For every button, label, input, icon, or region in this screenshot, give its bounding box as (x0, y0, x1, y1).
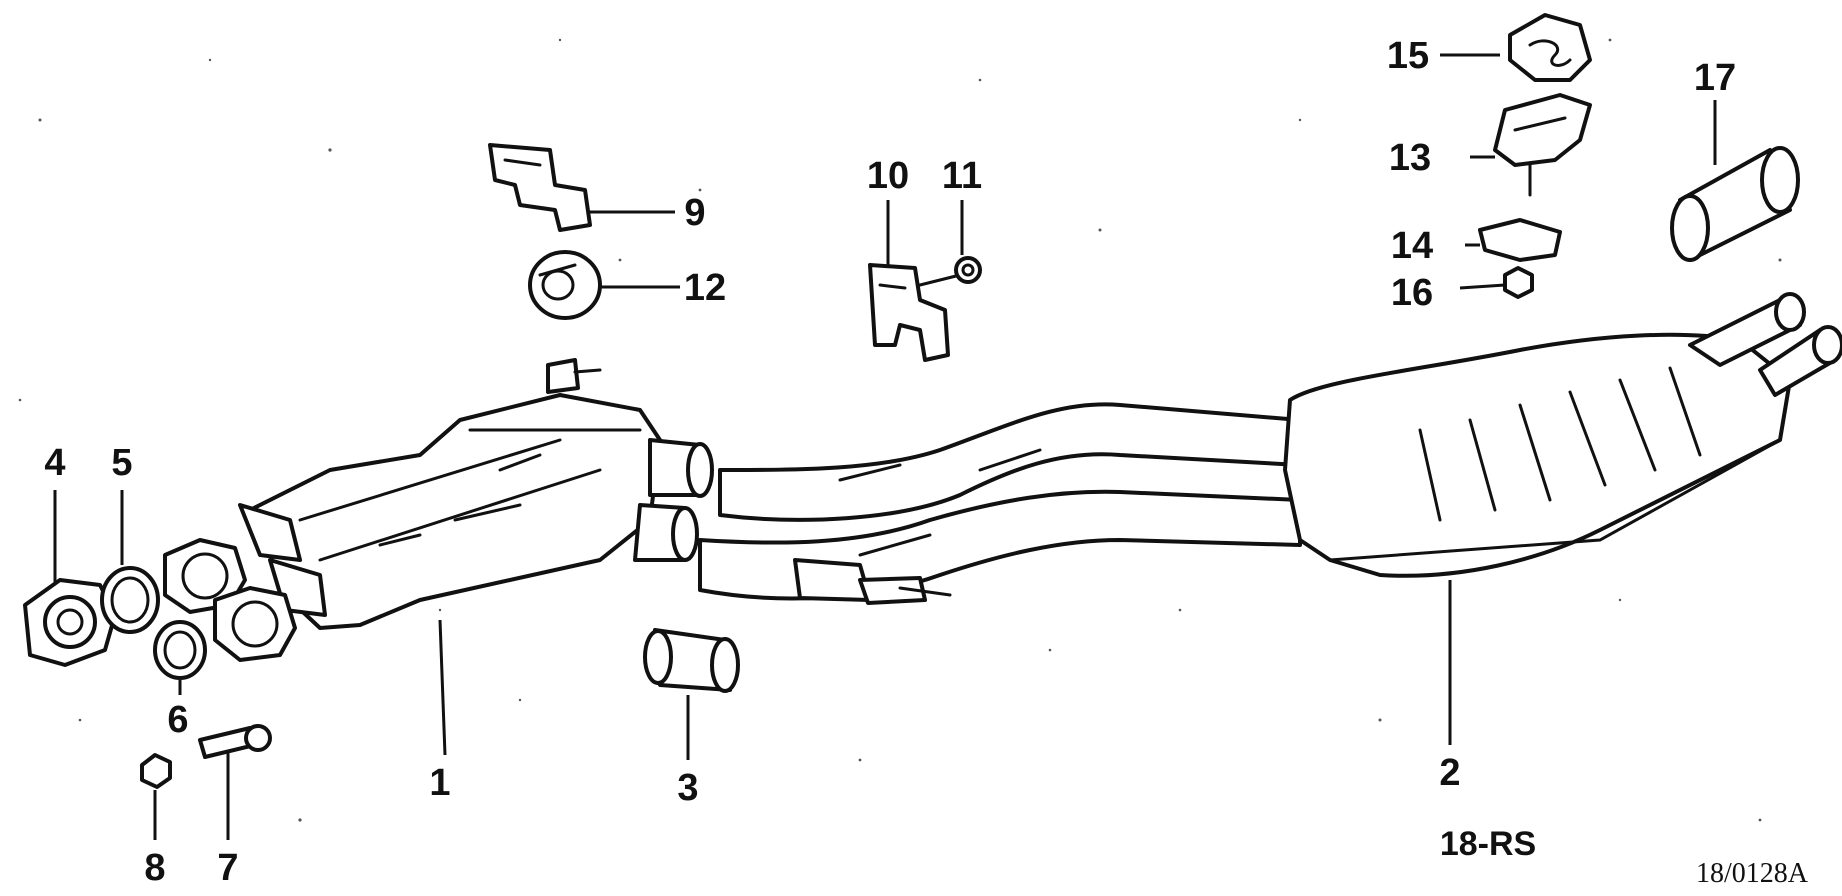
callout-15: 15 (1387, 35, 1429, 77)
callout-11: 11 (942, 155, 982, 197)
rubber-ring-part-15 (1508, 13, 1592, 82)
callout-12: 12 (684, 267, 726, 309)
callout-17: 17 (1694, 57, 1736, 99)
callout-5: 5 (111, 442, 132, 484)
callout-3: 3 (677, 767, 698, 809)
flange-gasket-pair (153, 538, 297, 680)
nut-part (140, 753, 172, 789)
callout-6: 6 (167, 699, 188, 741)
callout-13: 13 (1389, 137, 1431, 179)
bracket-part-9 (488, 143, 592, 232)
nut-part-16 (1503, 266, 1534, 299)
rubber-mount-part (528, 250, 602, 320)
flange-part (23, 578, 117, 667)
leader-lines (53, 53, 1717, 840)
callout-16: 16 (1391, 272, 1433, 314)
callout-10: 10 (867, 155, 909, 197)
tailpipe-trim-part (1670, 146, 1800, 262)
hanger-bracket-part-13 (1493, 93, 1592, 197)
callout-14: 14 (1391, 225, 1433, 267)
callout-4: 4 (44, 442, 65, 484)
bolt-part (198, 724, 272, 759)
rear-muffler (1283, 292, 1842, 578)
callout-7: 7 (217, 847, 238, 889)
drawing-code: 18/0128A (1696, 858, 1809, 889)
bracket-part-10 (868, 263, 962, 362)
callout-8: 8 (144, 847, 165, 889)
section-label: 18-RS (1440, 825, 1536, 863)
nut-part-11 (954, 256, 982, 284)
callout-2: 2 (1439, 752, 1460, 794)
callout-1: 1 (429, 762, 450, 804)
gasket-ring-part (100, 566, 160, 634)
callout-numbers: 1 2 3 4 5 6 7 8 9 10 11 12 13 14 15 16 1… (44, 35, 1736, 889)
intermediate-pipes (698, 402, 1302, 605)
callout-9: 9 (684, 192, 705, 234)
clamp-part-14 (1478, 218, 1562, 262)
sleeve-part (643, 628, 740, 693)
front-catalytic-section (238, 358, 714, 630)
